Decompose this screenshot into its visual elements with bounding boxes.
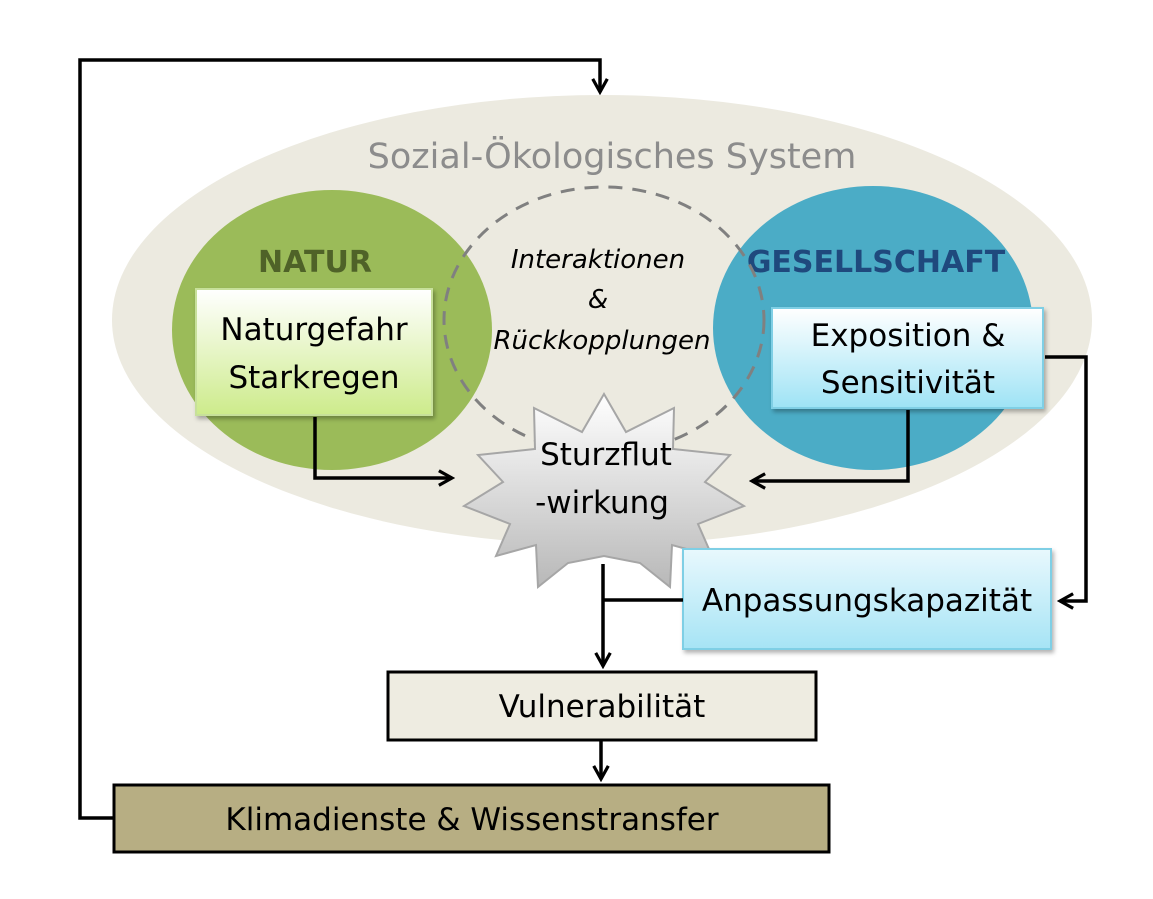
klimadienste-box (112, 783, 831, 854)
interaktionen-circle (442, 185, 766, 455)
sturzflut-starburst (461, 392, 747, 590)
exposition-box (771, 307, 1044, 409)
naturgefahr-line1: Naturgefahr (220, 312, 407, 348)
sturzflut-line2: -wirkung (535, 485, 669, 521)
sturzflut-line1: Sturzflut (540, 437, 672, 473)
system-title: Sozial-Ökologisches System (368, 135, 857, 177)
exposition-to-sturzflut-arrow (752, 410, 910, 481)
naturgefahr-box (195, 288, 433, 416)
natur-to-sturzflut-arrow (313, 417, 452, 478)
naturgefahr-line2: Starkregen (228, 360, 399, 396)
natur-title: NATUR (258, 245, 372, 280)
vulnerabilitaet-box (386, 670, 818, 742)
interaktionen-line2: & (588, 285, 608, 315)
exposition-to-anpassung-arrow (1045, 355, 1088, 601)
gesellschaft-title: GESELLSCHAFT (747, 245, 1006, 280)
vulnerabilitaet-label: Vulnerabilität (499, 689, 706, 725)
anpassung-box (682, 548, 1052, 650)
klimadienste-label: Klimadienste & Wissenstransfer (225, 802, 718, 838)
exposition-line2: Sensitivität (821, 365, 995, 401)
feedback-loop-arrow (78, 58, 600, 820)
interaktionen-line1: Interaktionen (511, 245, 685, 275)
interaktionen-line3: Rückkopplungen (493, 326, 710, 356)
anpassung-label: Anpassungskapazität (702, 583, 1032, 619)
exposition-line1: Exposition & (811, 318, 1006, 354)
